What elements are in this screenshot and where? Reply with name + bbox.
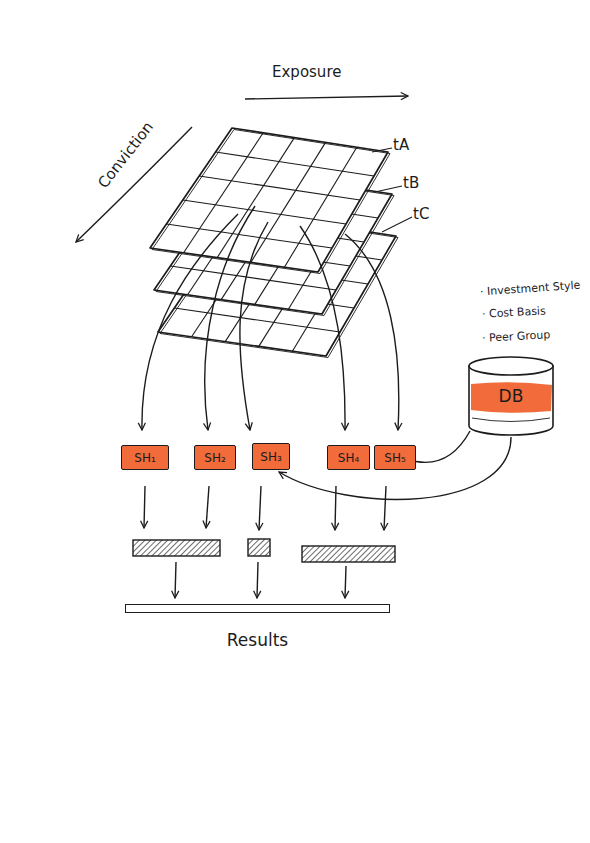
grid-line [183, 200, 346, 224]
grid-stack [150, 128, 398, 358]
database-cylinder: DB [466, 355, 556, 437]
flow-arrow [259, 486, 261, 530]
shareholder-box: SH₄ [327, 445, 370, 470]
feed-arrow [345, 234, 399, 430]
grid-line [184, 133, 264, 253]
leader-line [372, 148, 392, 152]
shareholder-label: SH₁ [134, 451, 155, 465]
layer-label: tC [413, 205, 429, 223]
shareholder-label: SH₃ [260, 450, 281, 464]
grid-line [216, 152, 374, 176]
connector [279, 437, 511, 499]
shareholder-box: SH₃ [252, 443, 290, 470]
layer-label: tB [403, 174, 419, 192]
flow-arrow [175, 562, 176, 598]
grid-layer [150, 128, 388, 272]
results-bar: Results [125, 604, 390, 650]
results-label: Results [125, 630, 390, 650]
shareholder-label: SH₂ [204, 451, 225, 465]
grid-line [199, 176, 360, 200]
grid-line [284, 147, 356, 267]
feed-arrows [142, 206, 399, 430]
flow-arrow [384, 486, 386, 530]
leader-line [382, 217, 412, 232]
attribute-note: · Cost Basis [482, 304, 546, 320]
results-bar-outline [125, 604, 390, 613]
grid-line [217, 138, 294, 258]
flow-arrow [345, 566, 346, 598]
shareholder-box: SH₅ [374, 445, 416, 470]
leader-line [375, 186, 402, 192]
attribute-note: · Peer Group [482, 328, 551, 345]
axis-label: Exposure [272, 63, 341, 81]
hatched-bar [248, 539, 270, 556]
grid-line [251, 142, 326, 262]
hatched-bar [302, 546, 395, 562]
shareholder-box: SH₁ [121, 445, 169, 470]
axis-label: Conviction [94, 118, 157, 191]
feed-arrow [205, 206, 255, 430]
feed-arrow [240, 222, 268, 430]
flow-arrow [335, 486, 336, 530]
attribute-note: · Investment Style [480, 279, 581, 299]
database-label: DB [466, 386, 556, 406]
flow-arrow [257, 562, 258, 598]
connector [416, 431, 470, 462]
shareholder-box: SH₂ [194, 445, 236, 470]
flow-arrow [144, 486, 145, 528]
exposure-arrow [245, 96, 408, 99]
hatched-bar [133, 540, 220, 556]
flow-arrow [206, 486, 209, 528]
shareholder-label: SH₅ [384, 451, 405, 465]
cylinder-sketch-line [472, 418, 550, 422]
shareholder-label: SH₄ [338, 451, 359, 465]
layer-label: tA [393, 136, 409, 154]
feed-arrow [300, 226, 345, 430]
cylinder-top [469, 357, 553, 375]
feed-arrow [142, 214, 238, 430]
grid-sketch-line [152, 130, 390, 274]
